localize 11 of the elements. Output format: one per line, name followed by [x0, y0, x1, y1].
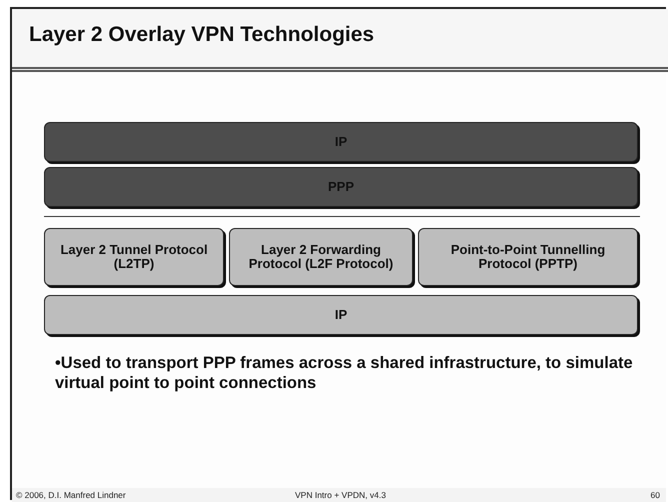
footer-text: © 2006, D.I. Manfred Lindner — [16, 490, 126, 500]
protocol-layer: Layer 2 Forwarding Protocol (L2F Protocol) — [229, 228, 413, 286]
protocol-layer: PPP — [44, 167, 638, 207]
footer-text: 60 — [650, 490, 660, 500]
protocol-layer: Point-to-Point Tunnelling Protocol (PPTP) — [418, 228, 638, 286]
slide-title: Layer 2 Overlay VPN Technologies — [29, 23, 374, 47]
protocol-layer: IP — [44, 295, 638, 335]
footer-text: VPN Intro + VPDN, v4.3 — [295, 490, 386, 500]
protocol-layer: IP — [44, 122, 638, 162]
bullet-point: •Used to transport PPP frames across a shared infrastructure, to simulate virtual point to point connections — [55, 354, 634, 394]
protocol-layer: Layer 2 Tunnel Protocol (L2TP) — [44, 228, 224, 286]
